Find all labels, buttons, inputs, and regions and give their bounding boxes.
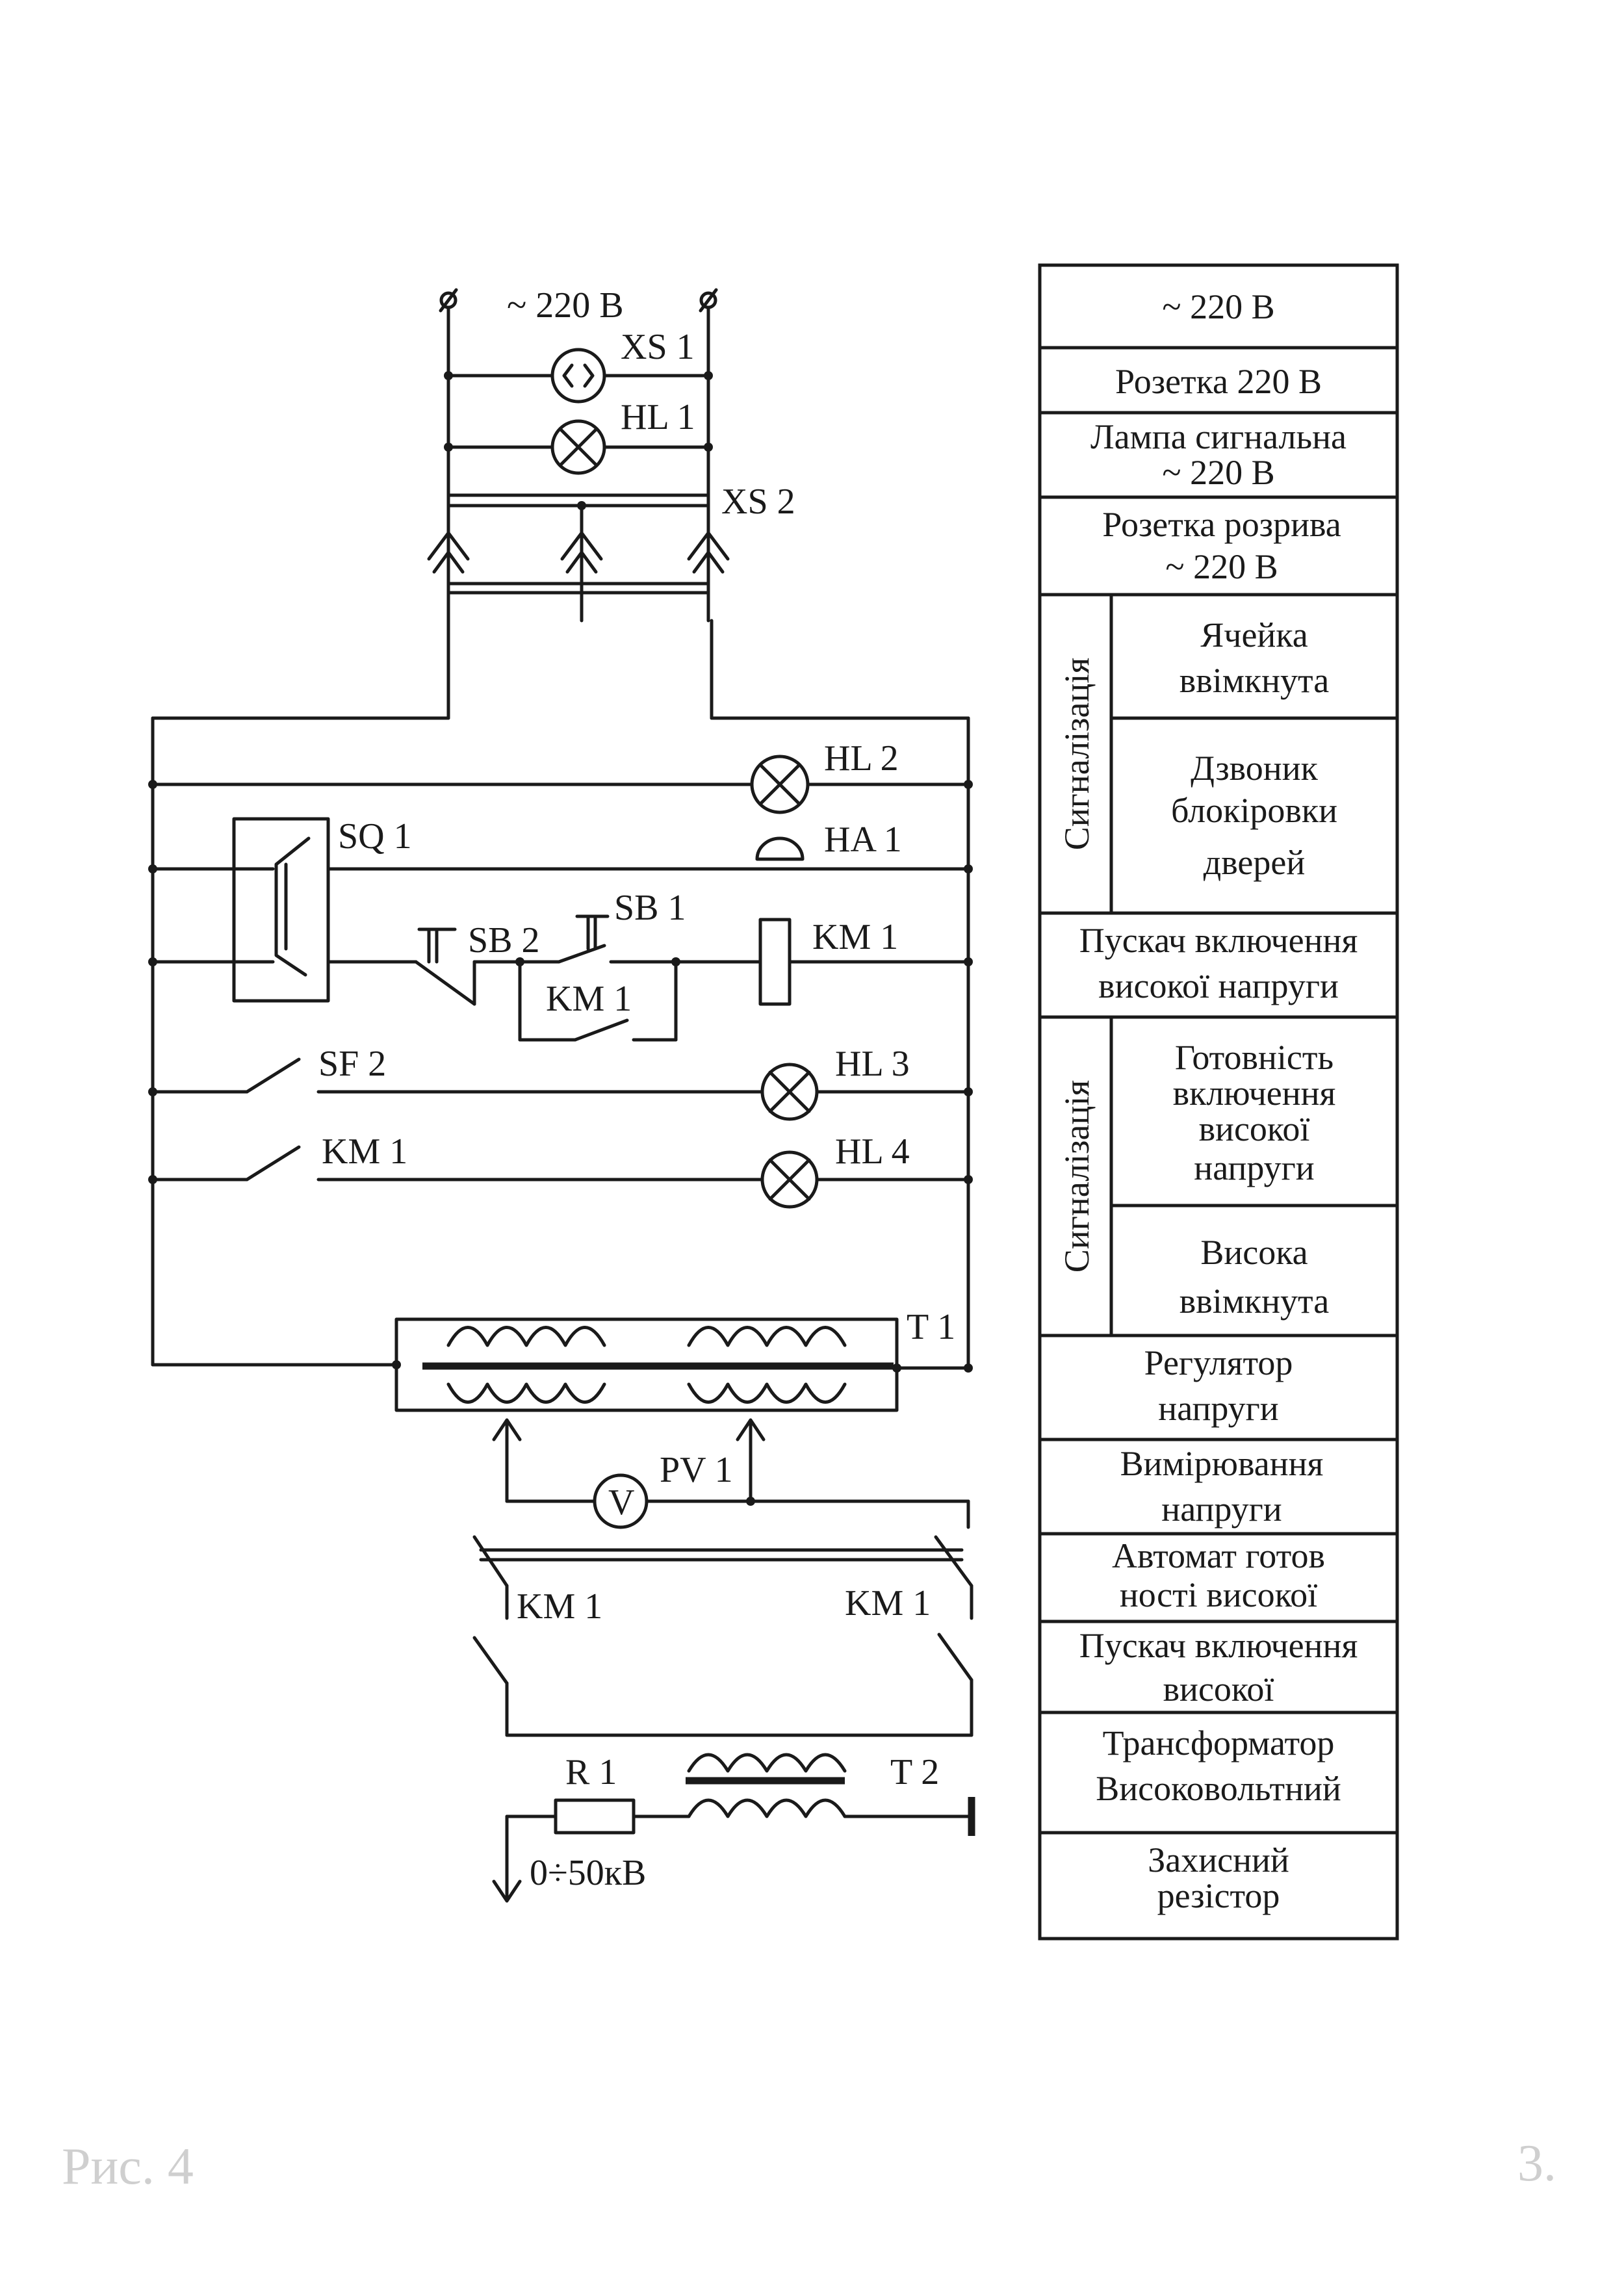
sb2-label: SB 2 <box>468 920 540 961</box>
legend-measure-line2: напруги <box>1161 1490 1282 1529</box>
legend-resistor-line2: резістор <box>1157 1876 1280 1915</box>
km1-aux-label: KM 1 <box>546 979 632 1019</box>
output-voltage-label: 0÷50кВ <box>530 1853 646 1893</box>
legend-ready-line1: Готовність <box>1175 1038 1334 1077</box>
legend-bell-line3: дверей <box>1204 843 1306 882</box>
legend-cell-on-line2: ввімкнута <box>1179 661 1330 700</box>
pv1-voltmeter: V PV 1 <box>505 1450 970 1529</box>
corner-note: Рис. 4 <box>62 2138 194 2195</box>
sf2-label: SF 2 <box>318 1044 386 1084</box>
legend-ready-line3: високої <box>1199 1109 1310 1148</box>
legend-starter2-line1: Пускач включення <box>1079 1626 1358 1665</box>
km1-branch-label: KM 1 <box>322 1131 407 1172</box>
hl4-label: HL 4 <box>835 1131 910 1172</box>
legend-starter2-line2: високої <box>1163 1670 1274 1709</box>
legend-starter-line2: високої напруги <box>1098 966 1339 1005</box>
legend-high-on-line2: ввімкнута <box>1179 1282 1330 1321</box>
legend-regulator-line2: напруги <box>1158 1389 1278 1428</box>
legend-breaker-line1: Автомат готов <box>1112 1536 1325 1575</box>
legend-bell-line2: блокіровки <box>1171 791 1337 830</box>
km1-power-contacts: KM 1 KM 1 <box>472 1535 973 1737</box>
page-number: 3. <box>1517 2135 1556 2192</box>
legend-transformer-line1: Трансформатор <box>1103 1723 1335 1762</box>
km1-coil-label: KM 1 <box>812 917 898 957</box>
sq1-label: SQ 1 <box>338 816 412 857</box>
legend-regulator-line1: Регулятор <box>1144 1343 1293 1382</box>
xs2-label: XS 2 <box>721 482 795 522</box>
legend-transformer-line2: Високовольтний <box>1096 1769 1341 1808</box>
legend-resistor-line1: Захисний <box>1148 1840 1289 1879</box>
legend-ready-line2: включення <box>1173 1074 1336 1113</box>
legend-high-on-line1: Висока <box>1200 1233 1308 1272</box>
legend-ready-line4: напруги <box>1194 1148 1314 1187</box>
t1-transformer: T 1 <box>392 1307 973 1503</box>
legend-cell-on-line1: Ячейка <box>1200 615 1308 654</box>
legend-bell-line1: Дзвоник <box>1191 749 1318 788</box>
legend-break-line1: Розетка розрива <box>1102 505 1341 544</box>
control-circuit: HL 2 SQ 1 HA 1 SB 2 SB 1 <box>148 716 973 1370</box>
t2-label: T 2 <box>890 1752 939 1792</box>
legend-break-line2: ~ 220 В <box>1165 547 1278 586</box>
hl1-label: HL 1 <box>621 397 695 437</box>
legend-socket: Розетка 220 В <box>1115 362 1322 401</box>
ha1-label: HA 1 <box>824 820 902 860</box>
hl3-label: HL 3 <box>835 1044 910 1084</box>
voltmeter-symbol: V <box>608 1482 634 1523</box>
t2-hv-transformer: T 2 R 1 0÷50кВ <box>492 1752 975 1903</box>
legend-supply: ~ 220 В <box>1162 287 1274 326</box>
legend-starter-line1: Пускач включення <box>1079 921 1358 960</box>
legend-group1: Сигналізація <box>1057 658 1096 850</box>
legend-table: ~ 220 В Розетка 220 В Лампа сигнальна ~ … <box>1038 263 1399 1941</box>
legend-measure-line1: Вимірювання <box>1120 1444 1324 1483</box>
t1-label: T 1 <box>907 1307 955 1347</box>
legend-breaker-line2: ності високої <box>1120 1575 1317 1614</box>
sb1-label: SB 1 <box>614 888 686 928</box>
r1-label: R 1 <box>565 1752 617 1792</box>
hl2-label: HL 2 <box>824 738 899 779</box>
legend-lamp-line1: Лампа сигнальна <box>1090 417 1347 456</box>
supply-section: ~ 220 В XS 1 HL 1 XS 2 <box>427 285 795 720</box>
supply-voltage-label: ~ 220 В <box>507 285 624 326</box>
km1-left-label: KM 1 <box>517 1586 602 1627</box>
pv1-label: PV 1 <box>660 1450 733 1490</box>
legend-group2: Сигналізація <box>1057 1080 1096 1272</box>
legend-lamp-line2: ~ 220 В <box>1162 453 1274 492</box>
km1-right-label: KM 1 <box>845 1583 931 1623</box>
xs1-label: XS 1 <box>621 327 695 367</box>
